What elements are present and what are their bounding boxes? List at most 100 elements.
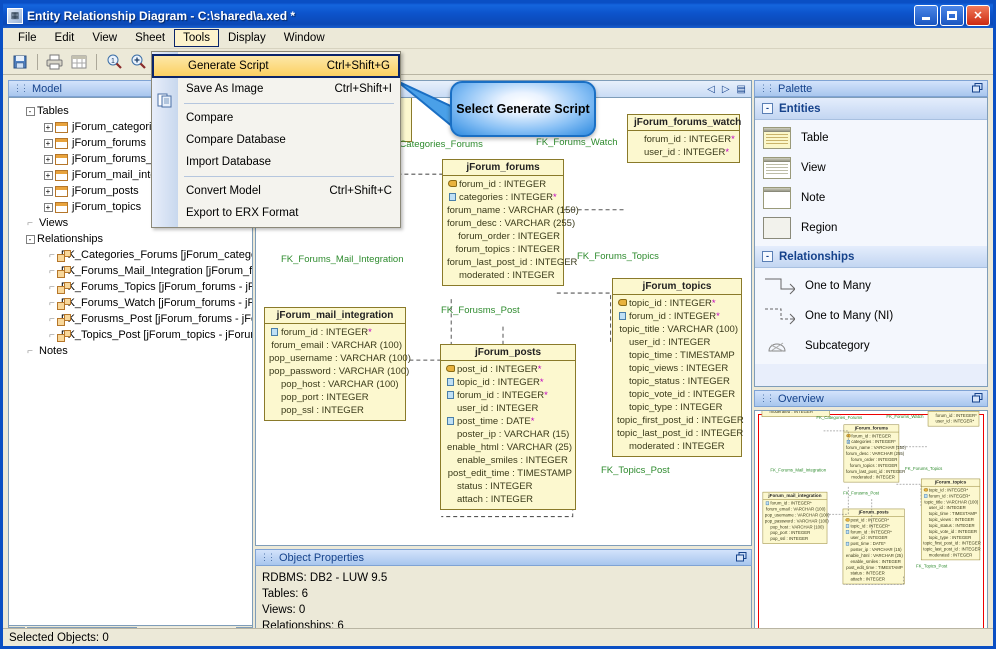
menu-item-import-database[interactable]: Import Database <box>178 151 400 173</box>
close-button[interactable]: ✕ <box>966 5 990 26</box>
er-column-row: topic_vote_id : INTEGER <box>616 388 738 401</box>
tree-expander[interactable]: + <box>41 154 55 164</box>
palette-item-one-to-many[interactable]: One to Many <box>755 271 987 301</box>
print-icon[interactable] <box>44 51 66 72</box>
column-label: topic_title : VARCHAR (100) <box>619 324 738 335</box>
tree-item[interactable]: +jForum_forums <box>15 135 252 151</box>
zoom-in-icon[interactable] <box>127 51 149 72</box>
column-label: moderated : INTEGER <box>928 552 973 558</box>
tree-item[interactable]: +jForum_posts <box>15 183 252 199</box>
er-column-row: pop_ssl : INTEGER <box>268 404 402 417</box>
restore-icon[interactable] <box>972 83 983 96</box>
tree-item[interactable]: ⌐FK_Forums_Topics [jForum_forums - jForu… <box>15 279 252 295</box>
palette-item-one-to-many-ni[interactable]: One to Many (NI) <box>755 301 987 331</box>
palette-item-view[interactable]: View <box>755 153 987 183</box>
column-label: topic_status : INTEGER <box>629 376 730 387</box>
tree-item[interactable]: ⌐FK_Forums_Mail_Integration [jForum_foru… <box>15 263 252 279</box>
restore-icon[interactable] <box>972 393 983 406</box>
column-key-icon <box>444 377 456 388</box>
menu-item-compare[interactable]: Compare <box>178 107 400 129</box>
minimize-button[interactable] <box>914 5 938 26</box>
palette-item-subcategory[interactable]: Subcategory <box>755 331 987 361</box>
primary-key-icon <box>447 180 457 187</box>
tree-item[interactable]: ⌐FK_Topics_Post [jForum_topics - jForum_… <box>15 327 252 343</box>
tree-expander[interactable]: - <box>23 106 37 116</box>
tree-item[interactable]: +jForum_categories <box>15 119 252 135</box>
grid-icon[interactable] <box>68 51 90 72</box>
maximize-button[interactable] <box>940 5 964 26</box>
prev-sheet-icon[interactable]: ◁ <box>707 83 715 95</box>
column-key-icon <box>616 311 628 322</box>
column-label: pop_host : VARCHAR (100) <box>281 379 399 390</box>
column-label: enable_smiles : INTEGER <box>457 455 568 466</box>
restore-icon[interactable] <box>736 552 747 565</box>
tree-item[interactable]: -Tables <box>15 103 252 119</box>
palette-group-relationships-header[interactable]: - Relationships <box>755 246 987 268</box>
tree-expander[interactable]: + <box>41 186 55 196</box>
er-column-row: forum_id : INTEGER* <box>616 310 738 323</box>
tree-item[interactable]: +jForum_topics <box>15 199 252 215</box>
overview-er-column-row: forum_id : INTEGER* <box>764 501 825 507</box>
menu-view[interactable]: View <box>92 32 118 44</box>
next-sheet-icon[interactable]: ▷ <box>721 83 730 95</box>
palette-item-table[interactable]: Table <box>755 123 987 153</box>
table-shape-icon <box>763 127 791 149</box>
column-label: poster_ip : VARCHAR (15) <box>850 547 902 553</box>
collapse-icon[interactable]: - <box>762 103 773 114</box>
column-label: enable_html : VARCHAR (25) <box>845 553 903 559</box>
tree-item[interactable]: ⌐Notes <box>15 343 252 359</box>
menu-item-export-to-erx-format[interactable]: Export to ERX Format <box>178 202 400 224</box>
sheet-list-icon[interactable]: ▤ <box>736 83 746 95</box>
tree-item[interactable]: ⌐FK_Categories_Forums [jForum_categories… <box>15 247 252 263</box>
overview-viewport[interactable]: jForum_categoriescategories_id : INTEGER… <box>758 411 984 638</box>
tree-item[interactable]: ⌐FK_Forusms_Post [jForum_forums - jForum… <box>15 311 252 327</box>
column-label: forum_last_post_id : INTEGER <box>447 257 578 268</box>
required-star: * <box>539 377 544 388</box>
menu-item-label: Import Database <box>186 156 272 168</box>
save-icon[interactable] <box>9 51 31 72</box>
column-label: topic_title : VARCHAR (100) <box>924 499 979 505</box>
overview-relationship-label: FK_Forums_Mail_Integration <box>770 467 827 473</box>
foreign-key-icon <box>845 523 849 528</box>
menu-sheet[interactable]: Sheet <box>135 32 166 44</box>
tree-item[interactable]: ⌐FK_Forums_Watch [jForum_forums - jForum… <box>15 295 252 311</box>
menu-file[interactable]: File <box>18 32 37 44</box>
tree-item[interactable]: -Relationships <box>15 231 252 247</box>
tree-expander[interactable]: - <box>23 234 37 244</box>
tree-expander[interactable]: + <box>41 138 55 148</box>
palette-item-note[interactable]: Note <box>755 183 987 213</box>
tree-expander[interactable]: + <box>41 122 55 132</box>
palette-item-label: View <box>801 162 826 174</box>
column-label: moderated : INTEGER <box>851 475 895 481</box>
palette-item-region[interactable]: Region <box>755 213 987 243</box>
tree-item-label: FK_Categories_Forums [jForum_categories … <box>60 249 252 261</box>
tree-item[interactable]: ⌐Views <box>15 215 252 231</box>
relationship-label: FK_Forums_Topics <box>577 251 659 262</box>
model-tree[interactable]: -Tables+jForum_categories+jForum_forums+… <box>8 97 253 626</box>
menu-tools[interactable]: Tools <box>174 29 219 47</box>
palette-group-entities-header[interactable]: - Entities <box>755 98 987 120</box>
overview-panel[interactable]: jForum_categoriescategories_id : INTEGER… <box>754 410 988 641</box>
er-column-row: post_edit_time : TIMESTAMP <box>444 467 572 480</box>
column-label: forum_order : INTEGER <box>458 231 560 242</box>
zoom-100-icon[interactable]: 1 <box>103 51 125 72</box>
menu-item-compare-database[interactable]: Compare Database <box>178 129 400 151</box>
tree-expander[interactable]: + <box>41 202 55 212</box>
menu-edit[interactable]: Edit <box>54 32 75 44</box>
collapse-icon[interactable]: - <box>762 251 773 262</box>
menu-window[interactable]: Window <box>283 32 325 44</box>
menu-display[interactable]: Display <box>228 32 266 44</box>
required-star: * <box>530 416 535 427</box>
tree-expander[interactable]: + <box>41 170 55 180</box>
window-title: Entity Relationship Diagram - C:\shared\… <box>27 8 296 23</box>
